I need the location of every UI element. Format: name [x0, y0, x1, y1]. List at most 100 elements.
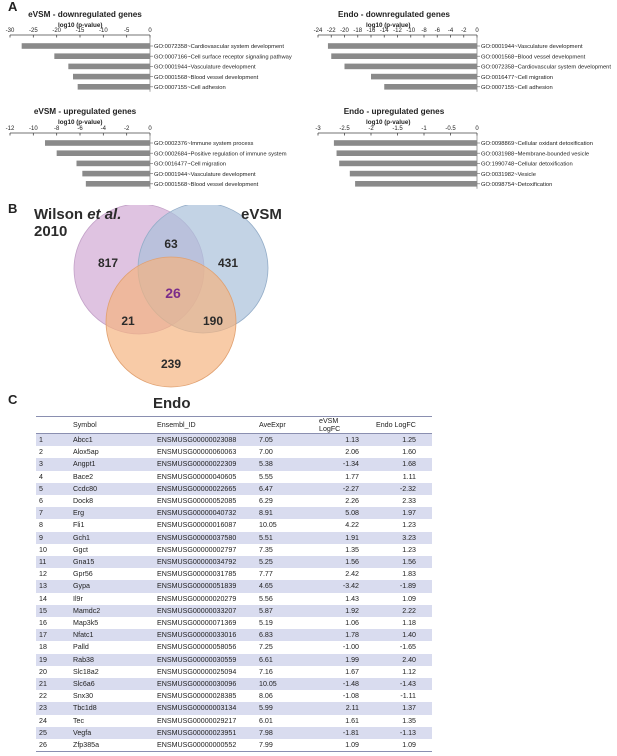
cell-endo-logfc: -1.11: [400, 692, 416, 701]
bar: [73, 73, 150, 80]
column-header-endo-logfc: Endo LogFC: [373, 416, 432, 434]
cell-evsm-logfc: 1.56: [316, 556, 373, 569]
category-label: GO:1990748~Cellular detoxification: [481, 162, 573, 168]
panel-label-b: B: [8, 201, 18, 216]
cell-evsm-logfc: 2.06: [345, 448, 359, 457]
cell-index: 16: [39, 619, 47, 628]
cell-symbol: Gna15: [70, 556, 154, 569]
cell-index: 5: [36, 482, 70, 496]
bar: [349, 170, 477, 177]
cell-evsm-logfc: 1.06: [345, 619, 359, 628]
cell-ensembl-id: ENSMUSG00000023951: [154, 726, 256, 740]
cell-symbol: Il9r: [73, 594, 83, 603]
column-header-symbol: Symbol: [70, 416, 154, 434]
bar: [82, 170, 150, 177]
cell-index: 2: [39, 448, 43, 457]
cell-evsm-logfc: 1.91: [316, 531, 373, 544]
x-tick-label: -12: [393, 28, 402, 34]
table-header-row: Symbol Ensembl_ID AveExpr eVSM LogFC End…: [36, 416, 432, 434]
cell-aveexpr: 10.05: [256, 678, 316, 691]
cell-symbol: Gch1: [70, 531, 154, 544]
cell-evsm-logfc: -1.00: [342, 643, 359, 652]
axis-label: log10 (p-value): [58, 119, 102, 126]
category-label: GO:0002376~Immune system process: [154, 141, 254, 147]
cell-index: 24: [39, 716, 47, 725]
cell-ensembl-id: ENSMUSG00000022309: [154, 458, 256, 471]
cell-evsm-logfc: -3.42: [316, 580, 373, 593]
cell-aveexpr: 8.91: [256, 507, 316, 520]
category-label: GO:0072358~Cardiovascular system develop…: [481, 65, 611, 71]
cell-endo-logfc: 1.12: [402, 667, 416, 676]
bar: [327, 43, 477, 49]
cell-aveexpr: 7.05: [256, 433, 316, 447]
x-tick-label: -0.5: [445, 126, 456, 132]
venn-set-label-evsm: eVSM: [241, 206, 282, 223]
axis-label: log10 (p-value): [58, 22, 102, 29]
venn-count-evsm-endo: 190: [203, 314, 223, 328]
cell-evsm-logfc: 2.42: [345, 570, 359, 579]
cell-symbol: Palld: [73, 643, 89, 652]
cell-endo-logfc: 1.09: [402, 594, 416, 603]
cell-evsm-logfc: 1.13: [316, 433, 373, 447]
cell-ensembl-id: ENSMUSG00000029217: [157, 716, 237, 725]
cell-index: 19: [36, 653, 70, 666]
cell-endo-logfc: 1.35: [402, 716, 416, 725]
x-tick-label: -12: [6, 126, 15, 132]
cell-ensembl-id: ENSMUSG00000058056: [157, 643, 237, 652]
cell-ensembl-id: ENSMUSG00000040732: [154, 507, 256, 520]
gene-table: Symbol Ensembl_ID AveExpr eVSM LogFC End…: [36, 416, 432, 753]
venn-set-label-wilson: Wilson et al.: [34, 206, 121, 223]
cell-symbol: Gpr56: [73, 570, 93, 579]
x-tick-label: -1.5: [392, 126, 403, 132]
cell-ensembl-id: ENSMUSG00000071369: [157, 619, 237, 628]
x-tick-label: -4: [101, 126, 107, 132]
category-label: GO:0002684~Positive regulation of immune…: [154, 151, 287, 157]
cell-index: 26: [36, 739, 70, 753]
cell-symbol: Mamdc2: [70, 604, 154, 618]
venn-count-evsm-only: 431: [218, 256, 238, 270]
cell-aveexpr: 6.01: [259, 716, 273, 725]
category-label: GO:0016477~Cell migration: [154, 162, 226, 168]
category-label: GO:0007155~Cell adhesion: [154, 85, 226, 91]
cell-evsm-logfc: -1.81: [316, 726, 373, 740]
cell-symbol: Gypa: [70, 580, 154, 593]
cell-evsm-logfc: 5.08: [316, 507, 373, 520]
x-tick-label: 0: [148, 126, 152, 132]
bar: [331, 53, 477, 59]
x-tick-label: -20: [52, 28, 61, 34]
x-tick-label: -10: [406, 28, 415, 34]
cell-aveexpr: 6.83: [256, 629, 316, 642]
cell-index: 14: [39, 594, 47, 603]
cell-aveexpr: 5.56: [259, 594, 273, 603]
cell-aveexpr: 4.65: [256, 580, 316, 593]
cell-aveexpr: 7.00: [259, 448, 273, 457]
x-tick-label: -18: [353, 28, 362, 34]
bar: [45, 140, 150, 146]
cell-symbol: Abcc1: [70, 433, 154, 447]
cell-aveexpr: 5.19: [259, 619, 273, 628]
cell-ensembl-id: ENSMUSG00000037580: [154, 531, 256, 544]
venn-count-all-three: 26: [165, 285, 181, 301]
cell-aveexpr: 5.87: [256, 604, 316, 618]
x-tick-label: -2.5: [339, 126, 350, 132]
x-tick-label: -20: [340, 28, 349, 34]
column-header-ensembl-id: Ensembl_ID: [154, 416, 256, 434]
cell-aveexpr: 6.61: [256, 653, 316, 666]
x-tick-label: -3: [315, 126, 321, 132]
cell-ensembl-id: ENSMUSG00000028385: [157, 692, 237, 701]
cell-ensembl-id: ENSMUSG00000034792: [154, 556, 256, 569]
category-label: GO:0098754~Detoxification: [481, 182, 552, 188]
cell-evsm-logfc: 1.61: [345, 716, 359, 725]
cell-index: 3: [36, 458, 70, 471]
cell-endo-logfc: 1.18: [402, 619, 416, 628]
x-tick-label: -2: [124, 126, 130, 132]
